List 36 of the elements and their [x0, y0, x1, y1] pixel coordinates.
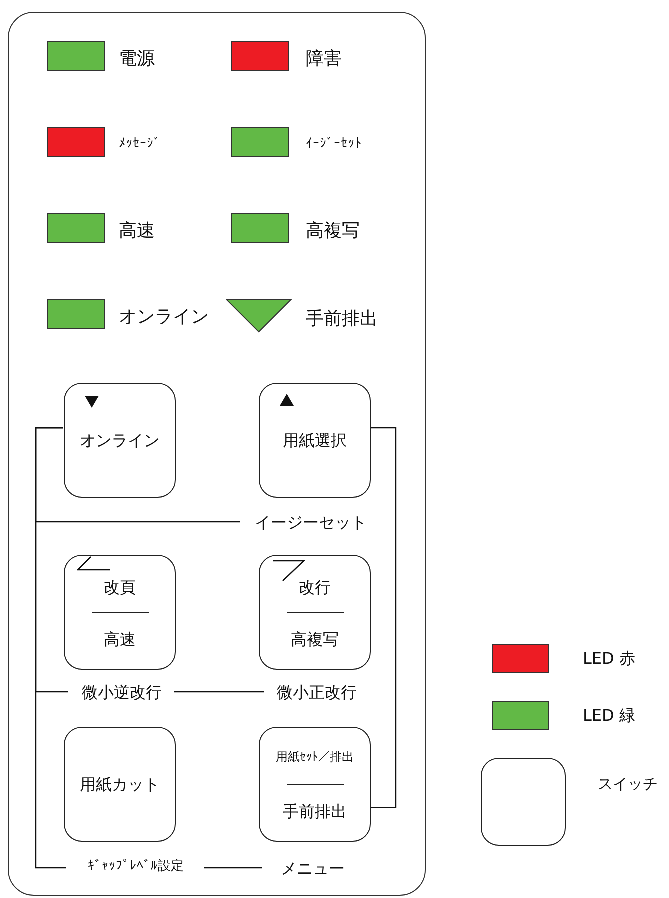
led-label: 高複写 [306, 220, 360, 242]
combination-label: メニュー [280, 859, 346, 878]
key-label: 用紙選択 [282, 431, 348, 450]
key-label: 手前排出 [282, 802, 348, 822]
switch-key [259, 727, 371, 842]
key-label: 高複写 [290, 630, 340, 650]
led-label: ﾒｯｾｰｼﾞ [119, 136, 161, 152]
legend-label: LED 赤 [583, 649, 636, 668]
combination-label: 微小逆改行 [81, 683, 163, 702]
key-label: 用紙カット [79, 775, 161, 794]
led-label: 手前排出 [306, 308, 378, 330]
legend-label: スイッチ [598, 775, 658, 793]
switch-key [64, 383, 176, 498]
switch-key [259, 383, 371, 498]
legend-label: LED 緑 [583, 706, 636, 726]
key-label: 改行 [298, 578, 332, 598]
connector-line [370, 427, 397, 808]
led-label: 高速 [119, 220, 155, 242]
combination-label: ｷﾞｬｯﾌﾟﾚﾍﾞﾙ設定 [87, 859, 185, 875]
connector-line [174, 691, 264, 693]
connector-line [35, 427, 66, 869]
switch-key [64, 555, 176, 670]
switch-key [64, 727, 176, 842]
panel-outline [8, 12, 426, 896]
switch-key [259, 555, 371, 670]
led-label: ｲｰｼﾞｰｾｯﾄ [306, 136, 362, 152]
key-label: 改頁 [103, 578, 137, 598]
connector-line [204, 867, 262, 869]
combination-label: イージーセット [254, 513, 368, 532]
combination-label: 微小正改行 [276, 683, 358, 702]
key-label: オンライン [79, 431, 161, 450]
led-label: 電源 [119, 48, 155, 70]
key-label: 用紙ｾｯﾄ／排出 [275, 750, 355, 764]
led-label: オンライン [119, 306, 209, 328]
key-label: 高速 [103, 630, 137, 650]
led-label: 障害 [306, 48, 342, 70]
